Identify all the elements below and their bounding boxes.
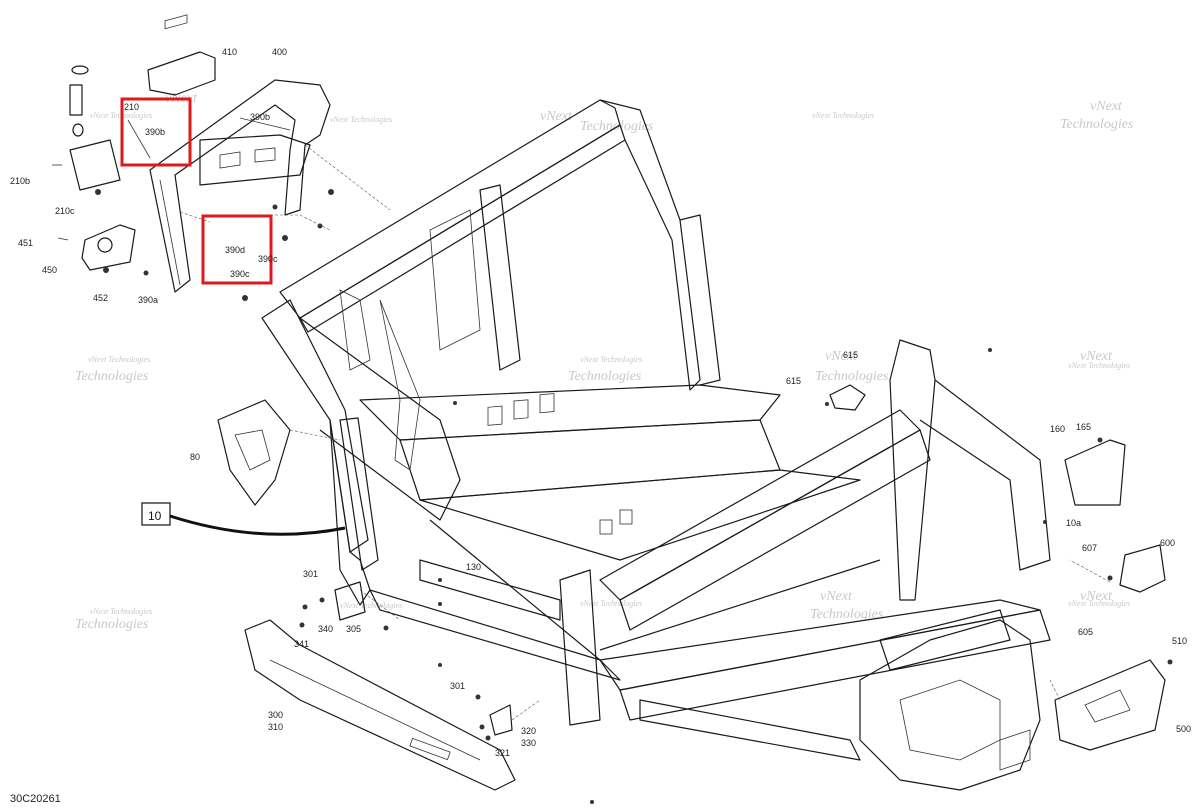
callout-390a: 390a [138,295,158,305]
callout-305: 305 [346,624,361,634]
watermark: vNext [820,589,853,604]
watermark: Technologies [815,369,889,384]
watermarks: vNext Technologies vNext vNext Technolog… [75,91,1134,632]
watermark: Technologies [568,369,642,384]
callout-labels: 410 400 210 390b 390b 210b 210c 451 450 … [10,47,1191,758]
watermark: vNext Technologies [88,355,150,364]
watermark: Technologies [75,369,149,384]
callout-10a: 10a [1066,518,1081,528]
watermark: vNext Technologies [580,599,642,608]
callout-301-upper: 301 [303,569,318,579]
callout-210c: 210c [55,206,75,216]
diagram-code: 30C20261 [10,793,61,805]
watermark: vNext [1080,589,1113,604]
callout-615-top: 615 [843,350,858,360]
callout-450: 450 [42,265,57,275]
callout-607: 607 [1082,543,1097,553]
callout-130: 130 [466,562,481,572]
watermark: vNext Technologies [812,111,874,120]
lower-left-parts [244,581,541,791]
callout-10: 10 [148,509,162,523]
callout-390c-boxed: 390c [230,269,250,279]
callout-390b: 390b [250,112,270,122]
callout-600: 600 [1160,538,1175,548]
frame-callout-10 [141,502,346,536]
watermark: vNext [1090,99,1123,114]
watermark: vNext Technologies [340,601,402,610]
callout-80: 80 [190,452,200,462]
callout-452: 452 [93,293,108,303]
callout-390b-boxed: 390b [145,127,165,137]
watermark: vNext Technologies [1068,599,1130,608]
callout-330: 330 [521,738,536,748]
callout-160: 160 [1050,424,1065,434]
rear-bumper-assembly [52,14,391,301]
callout-301-lower: 301 [450,681,465,691]
callout-615: 615 [786,376,801,386]
watermark: vNext [825,349,858,364]
watermark: vNext Technologies [330,115,392,124]
watermark: vNext [540,109,573,124]
watermark: vNext Technologies [90,607,152,616]
watermark: Technologies [1060,117,1134,132]
callout-510: 510 [1172,636,1187,646]
watermark: vNext Technologies [1068,361,1130,370]
highlight-box-390b [120,97,192,167]
callout-451: 451 [18,238,33,248]
callout-310: 310 [268,722,283,732]
main-frame [261,99,1051,804]
callout-341: 341 [294,639,309,649]
callout-400: 400 [272,47,287,57]
callout-320: 320 [521,726,536,736]
watermark: Technologies [810,607,884,622]
callout-210: 210 [124,102,139,112]
watermark: vNext Technologies [580,355,642,364]
callout-340: 340 [318,624,333,634]
gusset-80 [217,399,341,506]
callout-165: 165 [1076,422,1091,432]
highlight-box-390c [201,214,273,285]
callout-300: 300 [268,710,283,720]
callout-390d: 390d [225,245,245,255]
watermark: vNext [1080,349,1113,364]
callout-500: 500 [1176,724,1191,734]
callout-390c-side: 390c [258,254,278,264]
callout-605: 605 [1078,627,1093,637]
callout-410: 410 [222,47,237,57]
callout-210b: 210b [10,176,30,186]
right-side-parts [825,384,1173,751]
callout-321: 321 [495,748,510,758]
watermark: Technologies [75,617,149,632]
